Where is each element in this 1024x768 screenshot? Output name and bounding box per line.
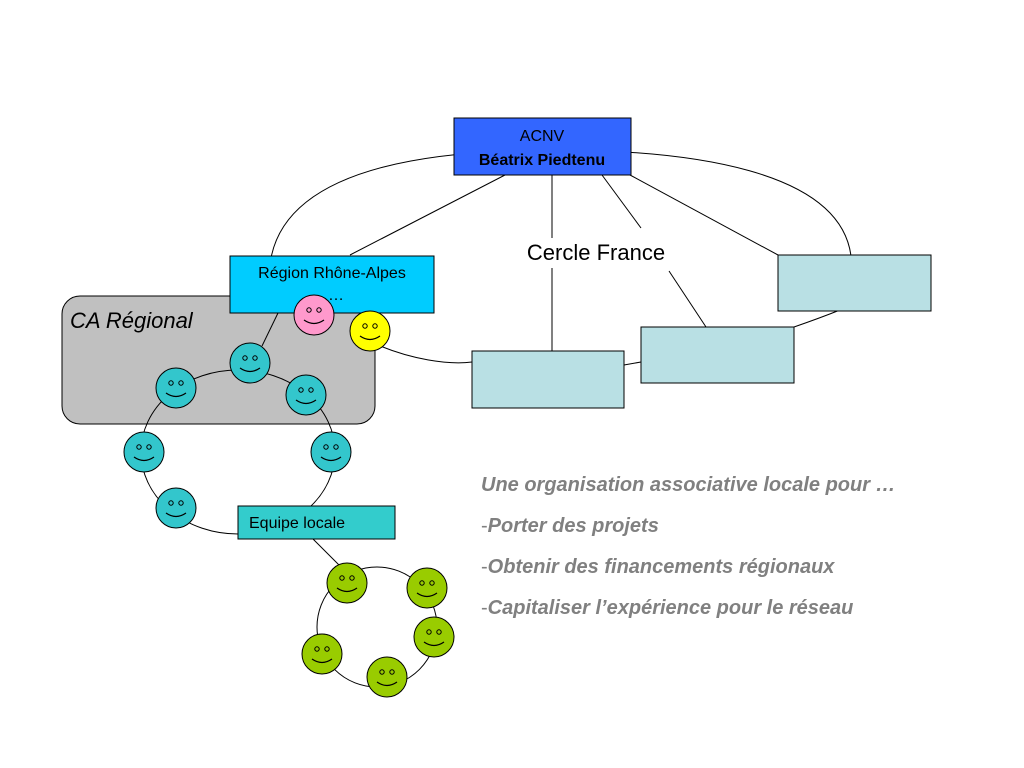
acnv-box: [453, 117, 632, 176]
smiley-face-icon: [349, 310, 391, 352]
smileys-layer: [123, 294, 455, 698]
spoke-acnv-box3: [601, 174, 642, 229]
smiley-face-icon: [293, 294, 335, 336]
smiley-face-icon: [413, 616, 455, 658]
acnv-person: Béatrix Piedtenu: [479, 152, 605, 169]
smiley-face-icon: [123, 431, 165, 473]
region-ellipsis: …: [328, 287, 344, 304]
region-label: Région Rhône-Alpes: [258, 265, 406, 282]
equipe-locale-label: Equipe locale: [249, 515, 345, 532]
acnv-title: ACNV: [520, 128, 565, 145]
smiley-face-icon: [326, 562, 368, 604]
bullet-text: Porter des projets: [487, 515, 659, 537]
caption-bullet: -Porter des projets: [481, 513, 1001, 554]
spoke-acnv-region: [349, 174, 506, 256]
smiley-face-icon: [301, 633, 343, 675]
spoke-acnv-box4: [629, 174, 779, 256]
link-region-ring: [261, 312, 279, 347]
caption-bullet: -Capitaliser l’expérience pour le réseau: [481, 595, 1001, 636]
bullet-dash: -: [481, 597, 488, 619]
smiley-face-icon: [155, 487, 197, 529]
smiley-face-icon: [229, 342, 271, 384]
caption-bullet: -Obtenir des financements régionaux: [481, 554, 1001, 595]
smiley-face-icon: [366, 656, 408, 698]
bullet-dash: -: [481, 515, 488, 537]
empty-box-3: [777, 254, 932, 312]
ca-regional-label: CA Régional: [70, 308, 194, 333]
bullet-text: Capitaliser l’expérience pour le réseau: [487, 597, 854, 619]
link-box3-box4: [793, 309, 841, 328]
caption-title: Une organisation associative locale pour…: [481, 474, 896, 496]
link-equipe-green-ring: [312, 538, 341, 567]
link-box2-box3: [623, 361, 642, 366]
caption: Une organisation associative locale pour…: [481, 472, 1001, 636]
smiley-face-icon: [155, 367, 197, 409]
region-box: [229, 255, 435, 314]
smiley-face-icon: [285, 374, 327, 416]
cercle-france-label: Cercle France: [527, 240, 665, 265]
equipe-locale-box: [237, 505, 396, 540]
bullet-text: Obtenir des financements régionaux: [487, 556, 835, 578]
cercle-france-lower-arc: [370, 341, 473, 364]
smiley-face-icon: [310, 431, 352, 473]
empty-box-2: [640, 326, 795, 384]
empty-box-1: [471, 350, 625, 409]
bullet-dash: -: [481, 556, 488, 578]
smiley-face-icon: [406, 567, 448, 609]
spoke-acnv-box3-lower: [668, 270, 707, 328]
